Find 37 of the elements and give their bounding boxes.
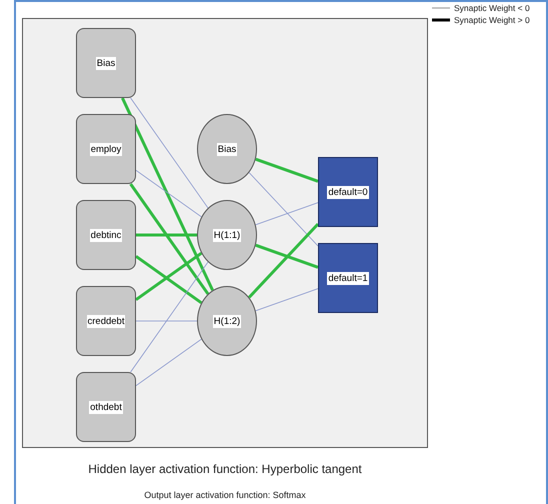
connection-line xyxy=(255,244,318,269)
neuron-box xyxy=(318,157,378,227)
connection-line xyxy=(121,97,214,291)
neuron-box xyxy=(76,114,136,184)
node-label: debtinc xyxy=(90,228,122,242)
neuron-box xyxy=(76,200,136,270)
node-label: default=0 xyxy=(327,186,369,198)
neuron-circle xyxy=(197,286,257,356)
neuron-box xyxy=(76,28,136,98)
node-label: othdebt xyxy=(89,400,123,414)
connection-line xyxy=(136,170,202,218)
connection-line xyxy=(248,172,318,246)
connection-line xyxy=(129,183,210,295)
activation-note: Output layer activation function: Softmax xyxy=(143,490,307,500)
connection-line xyxy=(130,262,208,372)
node-label: Bias xyxy=(216,142,238,156)
node-label: creddebt xyxy=(86,314,126,328)
connection-line xyxy=(248,222,320,298)
connection-line xyxy=(255,158,318,183)
node-label: employ xyxy=(90,142,122,156)
neuron-box xyxy=(318,243,378,313)
connection-line xyxy=(255,288,318,312)
activation-note: Hidden layer activation function: Hyperbolic tangent xyxy=(87,462,363,476)
connection-line xyxy=(130,98,208,208)
neuron-box xyxy=(76,372,136,442)
node-label: default=1 xyxy=(327,272,369,284)
connection-line xyxy=(136,338,202,386)
node-label: H(1:2) xyxy=(212,314,242,328)
neuron-circle xyxy=(197,200,257,270)
node-label: H(1:1) xyxy=(212,228,242,242)
legend-text: Synaptic Weight < 0 xyxy=(454,3,530,13)
connection-line xyxy=(136,234,197,236)
connection-line xyxy=(136,320,198,322)
connection-line xyxy=(255,202,318,226)
legend-text: Synaptic Weight > 0 xyxy=(454,15,530,25)
node-label: Bias xyxy=(96,56,116,70)
neuron-box xyxy=(76,286,136,356)
